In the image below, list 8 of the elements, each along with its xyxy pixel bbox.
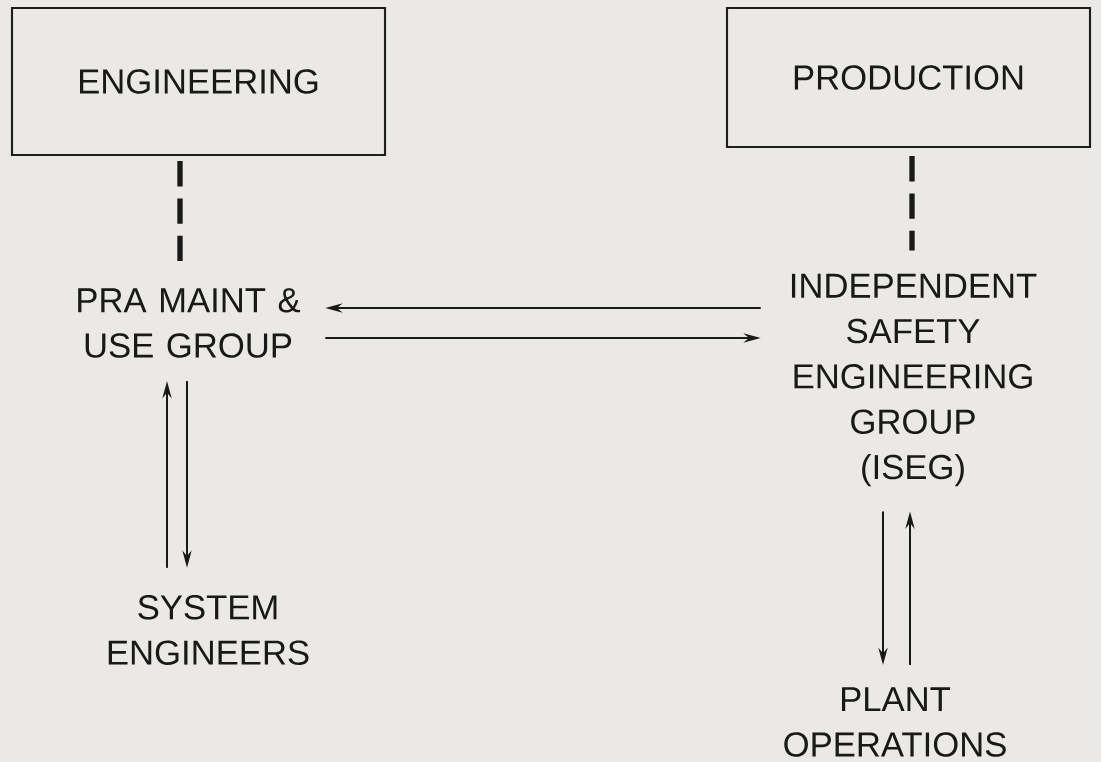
connector-line [177,161,183,263]
group-label: PLANT OPERATIONS [784,687,1006,757]
group-label: SYSTEM ENGINEERS [108,595,309,665]
group-label: PRA MAINT & USE GROUP [78,288,301,358]
process-box: ENGINEERING [10,6,387,157]
connector-line [909,156,915,251]
process-box: PRODUCTION [725,6,1092,149]
group-label: INDEPENDENT SAFETY ENGINEERING GROUP (ISEG) [791,273,1037,487]
